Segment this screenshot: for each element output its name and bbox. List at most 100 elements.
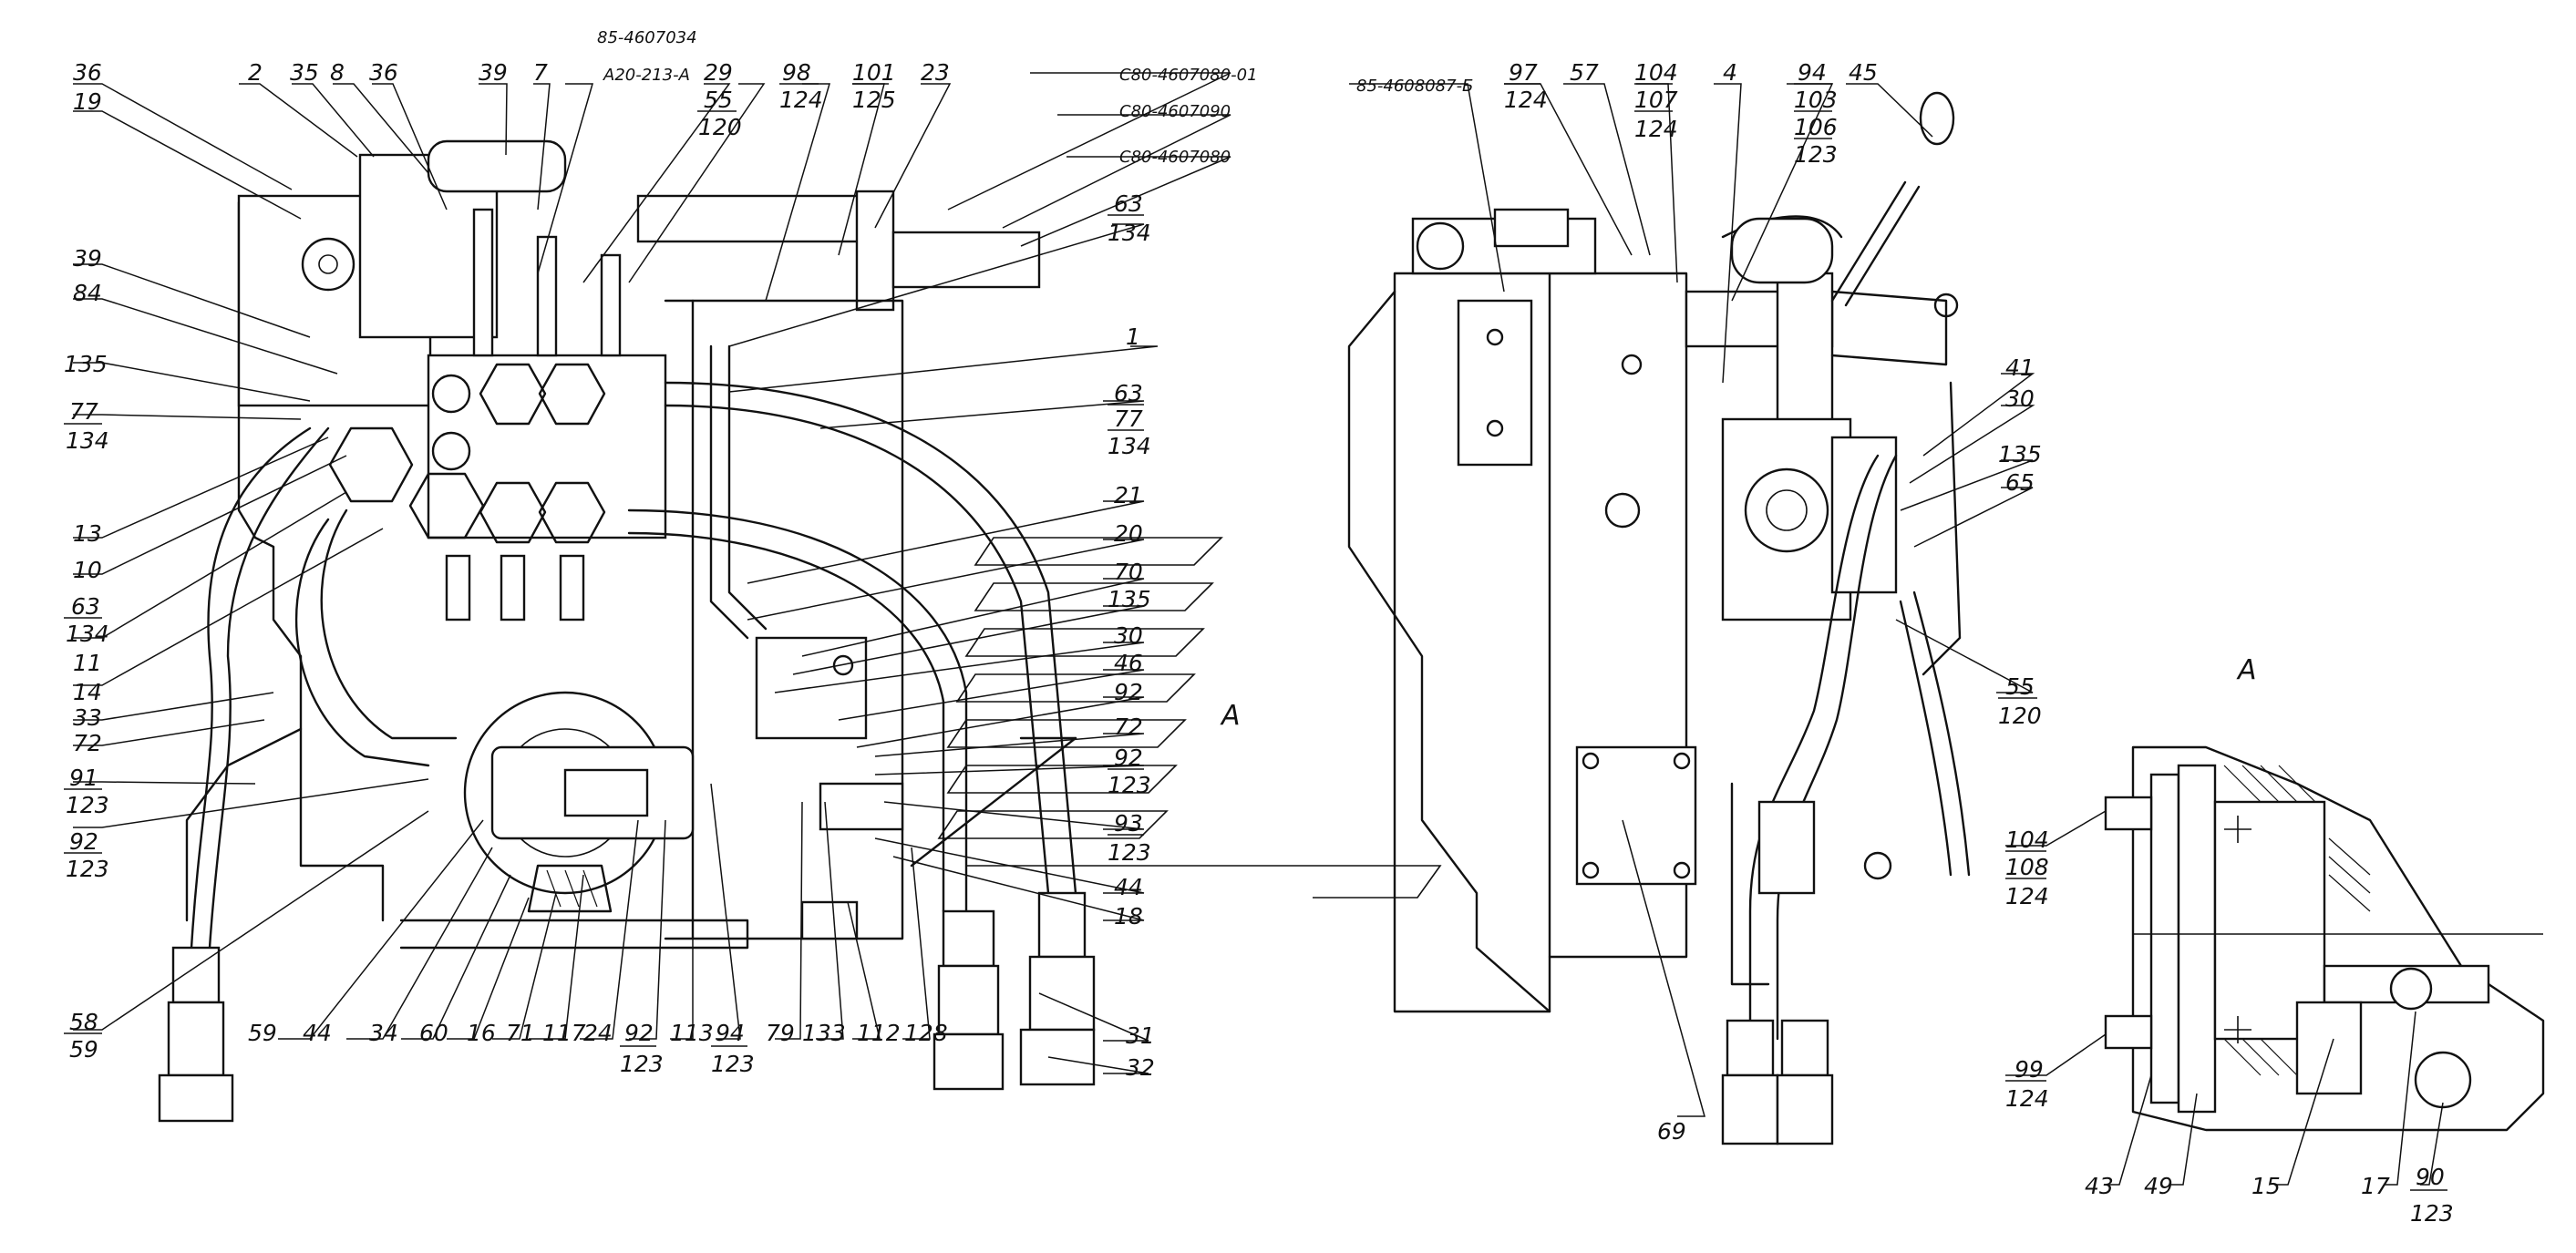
- code-85-4608087-b: 85-4608087-Б: [1356, 77, 1473, 96]
- callout-134b: 134: [66, 427, 109, 454]
- callout-123b: 123: [66, 856, 109, 882]
- callout-29: 29: [704, 59, 733, 86]
- callout-69: 69: [1657, 1118, 1686, 1145]
- callout-90: 90: [2416, 1164, 2445, 1190]
- callout-123f: 123: [1108, 839, 1151, 866]
- code-85-4607034: 85-4607034: [597, 28, 697, 47]
- callout-70: 70: [1114, 559, 1143, 585]
- callout-63b: 63: [71, 593, 100, 620]
- callout-91: 91: [69, 765, 98, 791]
- callout-43: 43: [2085, 1173, 2114, 1199]
- callout-93: 93: [1114, 810, 1143, 837]
- callout-32: 32: [1126, 1054, 1155, 1081]
- callout-8: 8: [330, 59, 345, 86]
- callout-92b: 92: [624, 1020, 654, 1046]
- callout-124d: 124: [2005, 883, 2049, 909]
- callout-19: 19: [73, 88, 102, 115]
- callout-107: 107: [1634, 87, 1678, 113]
- callout-79: 79: [766, 1020, 795, 1046]
- callout-84: 84: [73, 280, 102, 306]
- callout-39b: 39: [73, 245, 102, 272]
- callout-33: 33: [73, 704, 102, 731]
- code-c80-4607080-01: C80-4607080-01: [1119, 66, 1258, 85]
- callout-135b: 135: [1108, 586, 1151, 612]
- callout-72b: 72: [1114, 714, 1143, 740]
- callout-94b: 94: [1798, 59, 1827, 86]
- callout-134d: 134: [1108, 433, 1151, 459]
- callout-11: 11: [73, 650, 102, 676]
- hex-bolts: [328, 363, 606, 544]
- callout-41: 41: [2005, 354, 2035, 381]
- callout-36: 36: [73, 59, 102, 86]
- callout-123a: 123: [66, 792, 109, 818]
- callout-60: 60: [419, 1020, 448, 1046]
- callout-120b: 120: [1998, 703, 2042, 729]
- callout-1: 1: [1126, 324, 1140, 350]
- callout-124: 124: [779, 87, 823, 113]
- callout-45: 45: [1849, 59, 1878, 86]
- callout-58: 58: [69, 1009, 98, 1035]
- callout-63a: 63: [1114, 190, 1143, 217]
- callout-44b: 44: [1114, 874, 1143, 900]
- callout-14: 14: [73, 679, 102, 705]
- callout-20: 20: [1114, 520, 1143, 547]
- callout-103: 103: [1794, 87, 1838, 113]
- callout-104a: 104: [1634, 59, 1678, 86]
- callout-18: 18: [1114, 903, 1143, 929]
- callout-77: 77: [69, 398, 98, 425]
- callout-92d: 92: [1114, 745, 1143, 771]
- callout-123c: 123: [620, 1051, 664, 1077]
- callout-24: 24: [583, 1020, 613, 1046]
- callout-49: 49: [2144, 1173, 2173, 1199]
- callout-16: 16: [467, 1020, 496, 1046]
- callout-77b: 77: [1114, 406, 1143, 432]
- callout-36b: 36: [369, 59, 398, 86]
- detail-title-a: А: [2236, 654, 2257, 686]
- callout-123d: 123: [711, 1051, 755, 1077]
- callout-59b: 59: [248, 1020, 277, 1046]
- callout-4: 4: [1723, 59, 1737, 86]
- code-c80-4607090: C80-4607090: [1119, 102, 1231, 121]
- callout-7: 7: [533, 59, 548, 86]
- callout-135c: 135: [1998, 441, 2042, 467]
- callout-2: 2: [248, 59, 263, 86]
- code-a20-213-a: A20-213-A: [603, 66, 690, 85]
- callout-labels: 85-4607034 A20-213-A C80-4607080-01 C80-…: [64, 28, 2454, 1227]
- callout-98: 98: [782, 59, 811, 86]
- callout-71: 71: [506, 1020, 535, 1046]
- callout-135: 135: [64, 351, 108, 377]
- callout-106: 106: [1794, 114, 1838, 140]
- callout-124e: 124: [2005, 1085, 2049, 1112]
- callout-120: 120: [698, 114, 742, 140]
- callout-13: 13: [73, 520, 102, 547]
- callout-72: 72: [73, 730, 102, 756]
- callout-97: 97: [1509, 59, 1538, 86]
- code-c80-4607080: C80-4607080: [1119, 148, 1231, 167]
- callout-134a: 134: [1108, 220, 1151, 246]
- callout-108: 108: [2005, 854, 2049, 880]
- callout-15: 15: [2251, 1173, 2281, 1199]
- callout-55b: 55: [2005, 673, 2035, 700]
- callout-123h: 123: [2410, 1200, 2454, 1227]
- callout-124b: 124: [1504, 87, 1548, 113]
- callout-34: 34: [369, 1020, 398, 1046]
- callout-30b: 30: [2005, 385, 2035, 412]
- middle-assembly-view: [1347, 91, 1971, 1145]
- callout-101: 101: [852, 59, 896, 86]
- callout-65: 65: [2005, 469, 2035, 496]
- callout-23: 23: [921, 59, 950, 86]
- callout-39: 39: [479, 59, 508, 86]
- callout-128: 128: [904, 1020, 948, 1046]
- callout-133: 133: [802, 1020, 846, 1046]
- callout-63c: 63: [1114, 380, 1143, 406]
- callout-92c: 92: [1114, 679, 1143, 705]
- callout-123e: 123: [1108, 772, 1151, 798]
- callout-104b: 104: [2005, 827, 2049, 853]
- callout-94a: 94: [716, 1020, 745, 1046]
- callout-44a: 44: [303, 1020, 332, 1046]
- callout-59a: 59: [69, 1036, 98, 1063]
- callout-99: 99: [2014, 1056, 2044, 1083]
- callout-112: 112: [857, 1020, 901, 1046]
- detail-view-a: А: [2104, 654, 2545, 1132]
